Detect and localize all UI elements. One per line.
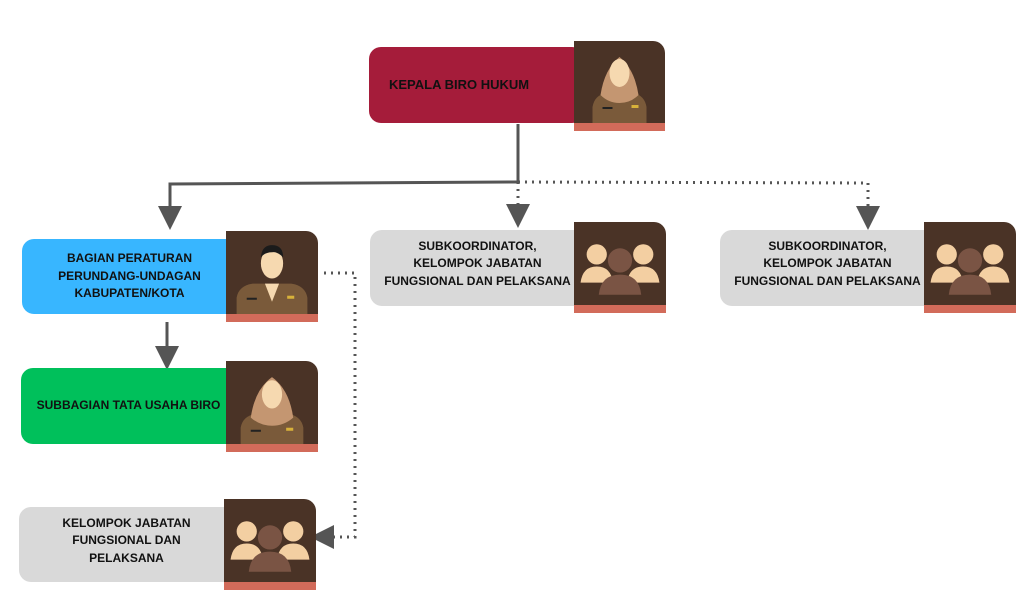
subbagian-label: SUBBAGIAN TATA USAHA BIRO: [36, 398, 221, 413]
hijab-woman-official-icon: [592, 57, 647, 125]
subkoor-1-label: SUBKOORDINATOR, KELOMPOK JABATAN FUNGSIO…: [384, 239, 571, 288]
hijab-woman-official-icon: [240, 377, 304, 446]
head-box[interactable]: KEPALA BIRO HUKUM: [369, 47, 584, 123]
kelompok-photo: [224, 499, 316, 590]
subkoor-2-photo: [924, 222, 1016, 313]
kelompok-label: KELOMPOK JABATAN FUNGSIONAL DAN PELAKSAN…: [62, 516, 191, 565]
dotted-connector-bagian-to-kelompok: [310, 271, 357, 549]
solid-connector-head-to-bagian: [158, 124, 520, 230]
head-photo: [574, 41, 665, 131]
bagian-label: BAGIAN PERATURAN PERUNDANG-UNDAGAN KABUP…: [58, 251, 201, 301]
bagian-box[interactable]: BAGIAN PERATURAN PERUNDANG-UNDAGAN KABUP…: [22, 239, 237, 314]
group-people-icon: [230, 521, 310, 572]
subbagian-box[interactable]: SUBBAGIAN TATA USAHA BIRO: [21, 368, 236, 444]
subbagian-photo: [226, 361, 318, 452]
bagian-photo: [226, 231, 318, 322]
dotted-connector-head-to-subkoor: [517, 180, 869, 185]
subkoor-1-box[interactable]: SUBKOORDINATOR, KELOMPOK JABATAN FUNGSIO…: [370, 230, 585, 306]
man-official-icon: [236, 245, 308, 316]
subkoor-2-label: SUBKOORDINATOR, KELOMPOK JABATAN FUNGSIO…: [734, 239, 921, 288]
subkoor-2-box[interactable]: SUBKOORDINATOR, KELOMPOK JABATAN FUNGSIO…: [720, 230, 935, 306]
group-people-icon: [580, 244, 660, 295]
kelompok-box[interactable]: KELOMPOK JABATAN FUNGSIONAL DAN PELAKSAN…: [19, 507, 234, 582]
subkoor-1-photo: [574, 222, 666, 313]
head-label: KEPALA BIRO HUKUM: [389, 76, 530, 92]
group-people-icon: [930, 244, 1010, 295]
